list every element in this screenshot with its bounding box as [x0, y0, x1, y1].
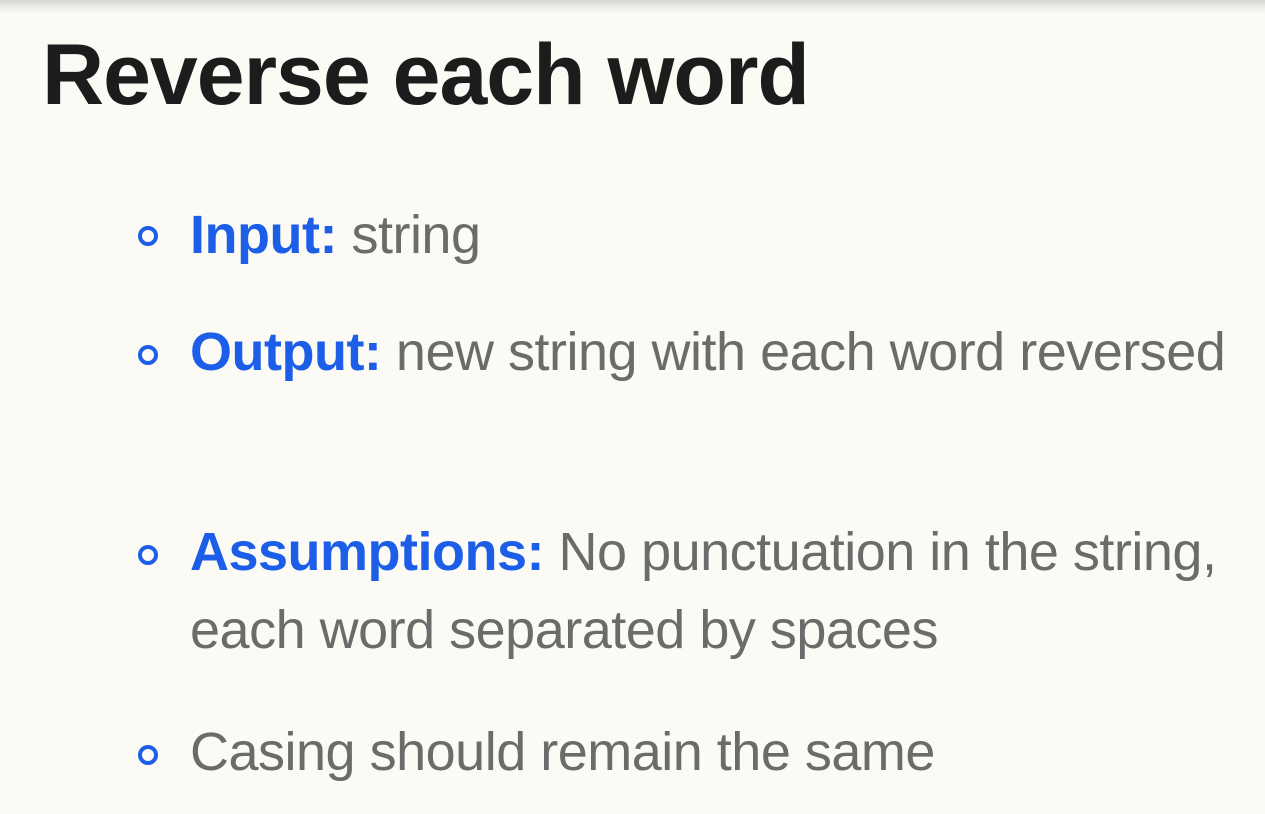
bullet-label: Assumptions:	[190, 522, 545, 582]
top-edge-shadow	[0, 0, 1265, 14]
bullet-text: Input: string	[190, 196, 1240, 274]
bullet-label: Output:	[190, 322, 382, 382]
hollow-circle-bullet-icon	[138, 545, 158, 565]
hollow-circle-bullet-icon	[138, 226, 158, 246]
bullet-text: Assumptions: No punctuation in the strin…	[190, 513, 1240, 669]
slide-title: Reverse each word	[42, 27, 810, 123]
bullet-body: No punctuation in the string, each word …	[190, 522, 1217, 660]
hollow-circle-bullet-icon	[138, 745, 158, 765]
hollow-circle-bullet-icon	[138, 345, 158, 365]
bullet-body: new string with each word reversed	[395, 322, 1226, 382]
bullet-text: Casing should remain the same	[190, 713, 1240, 791]
bullet-body: string	[351, 205, 481, 265]
bullet-label: Input:	[190, 205, 337, 265]
bullet-text: Output: new string with each word revers…	[190, 313, 1240, 391]
bullet-body: Casing should remain the same	[190, 722, 935, 782]
